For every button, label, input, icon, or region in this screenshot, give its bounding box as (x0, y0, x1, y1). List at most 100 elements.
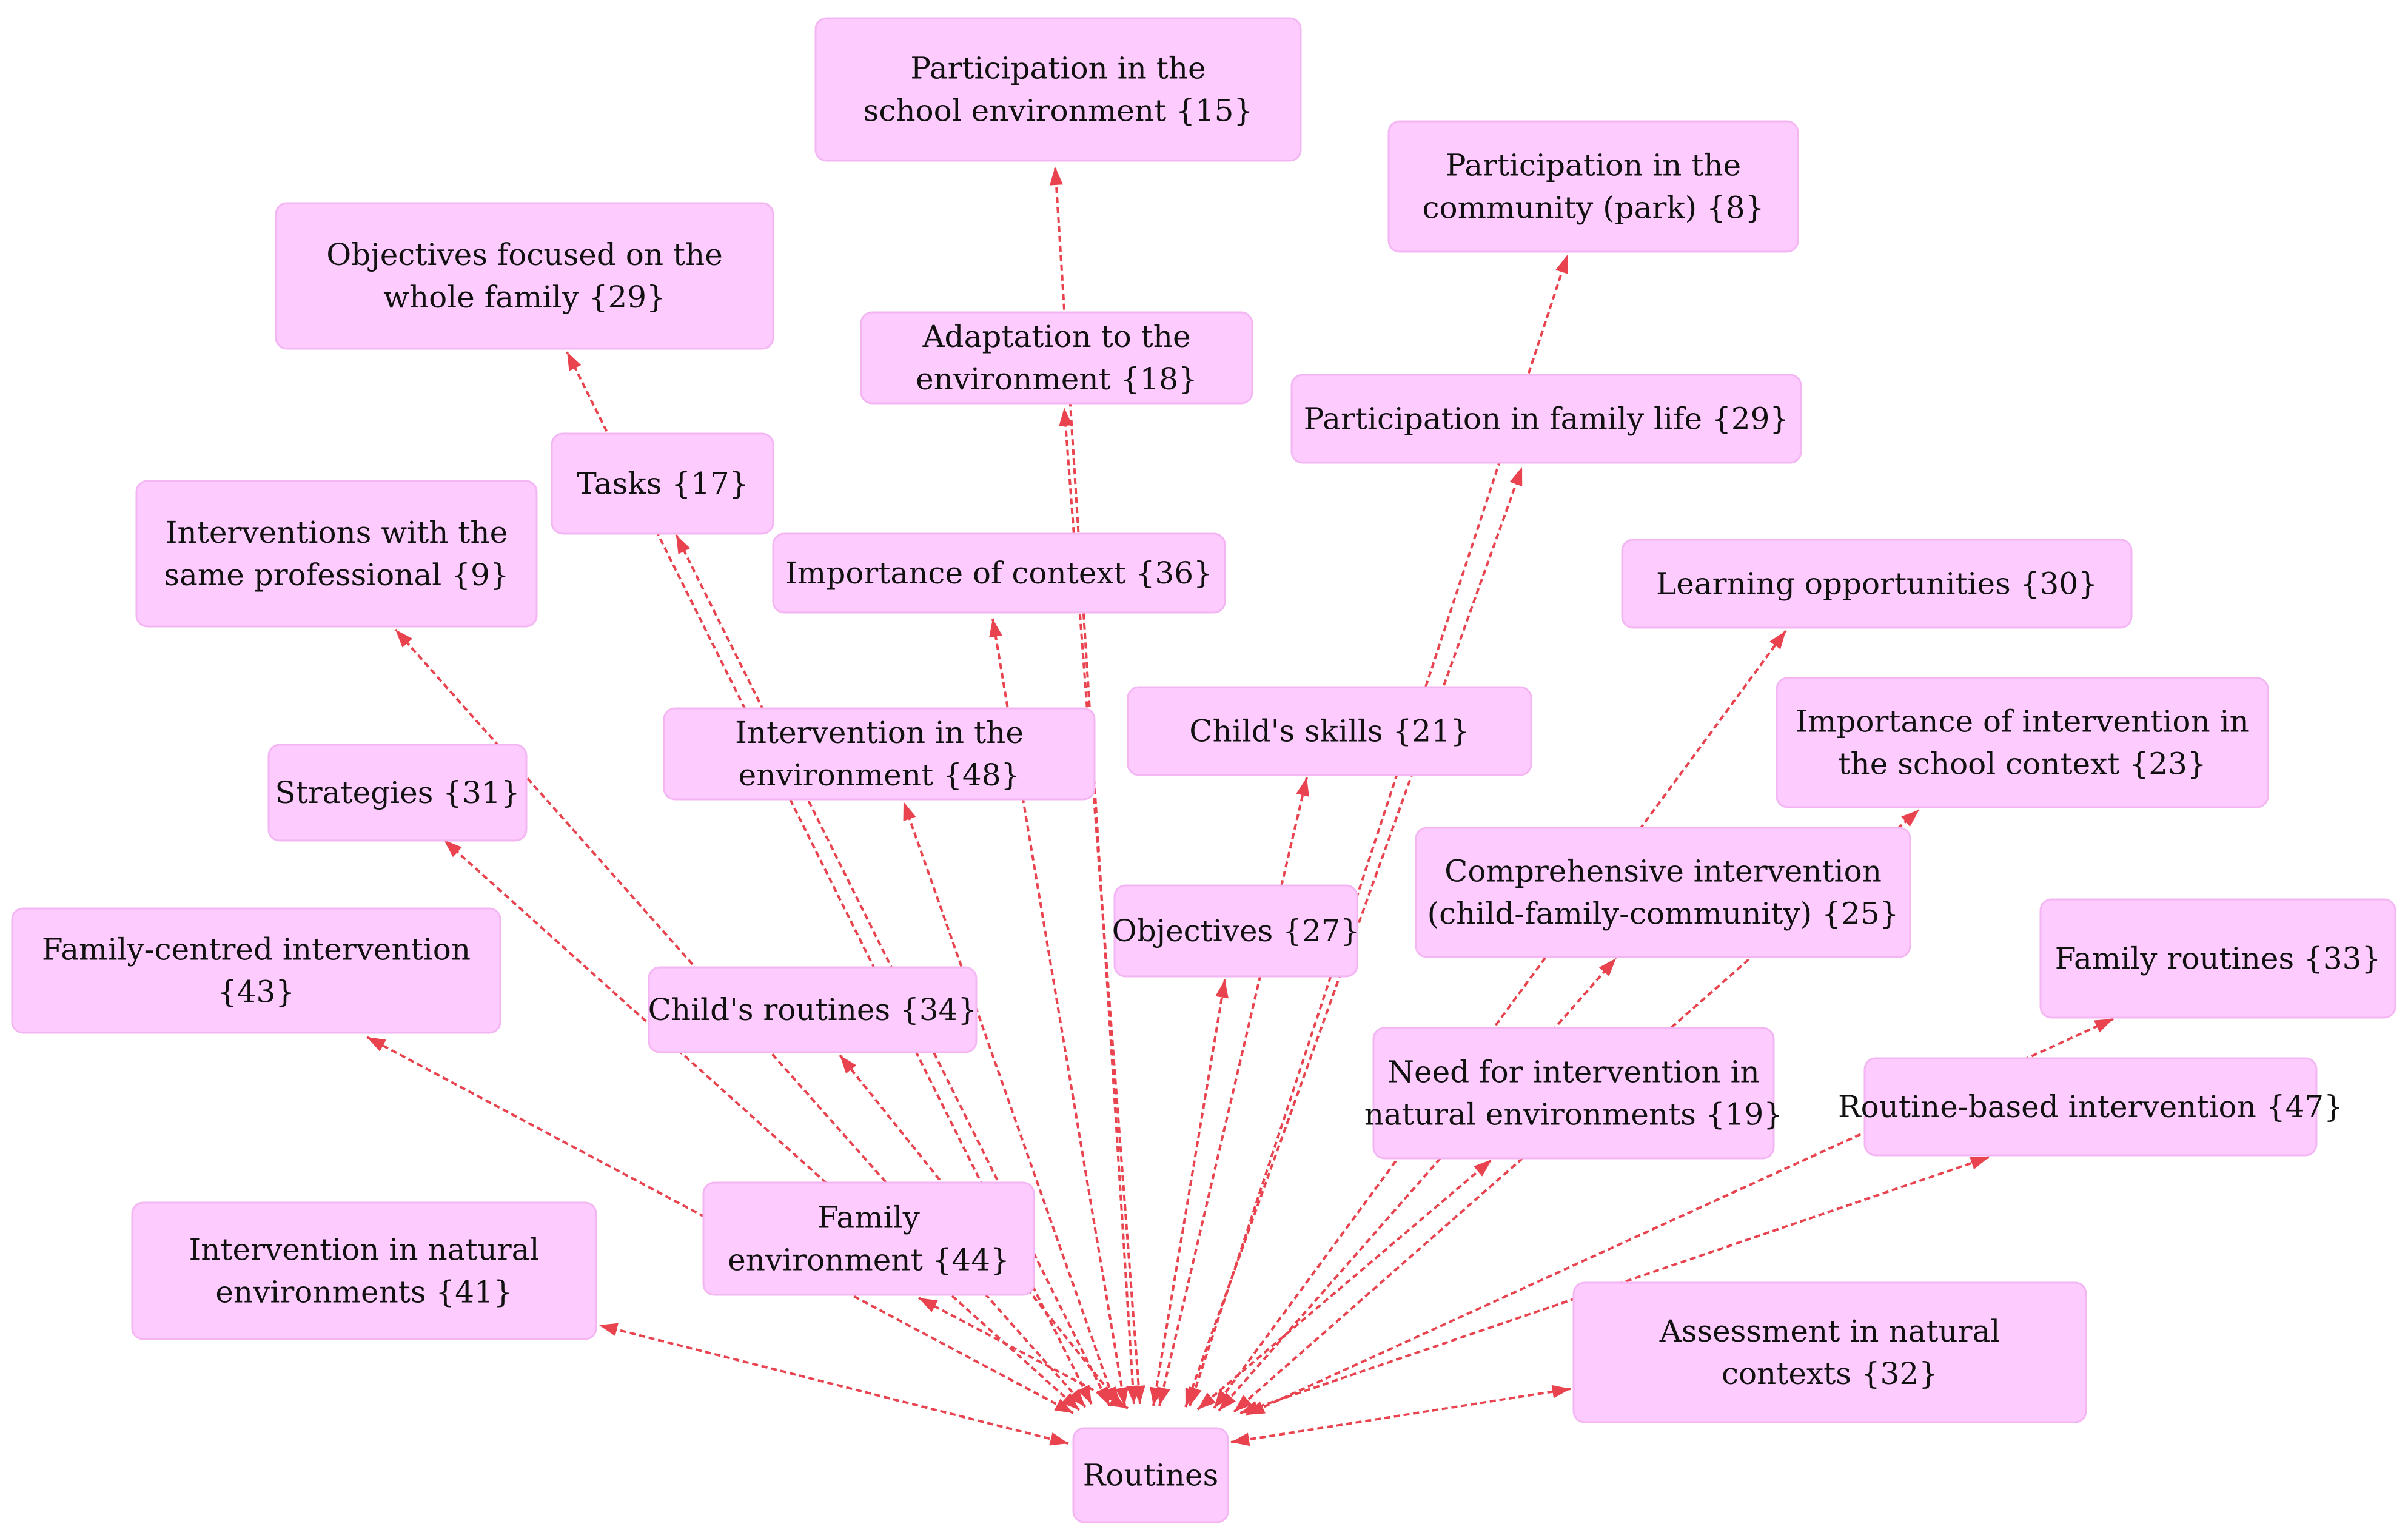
node-box (860, 311, 1253, 405)
node-participation-family-life: Participation in family life {29} (1290, 374, 1802, 464)
edge-routines-to-intervention-environment (902, 801, 1117, 1406)
node-label-line: environment {48} (739, 757, 1021, 793)
arrowhead-participation-community (1555, 255, 1569, 274)
arrowhead-family-centred-intervention (367, 1037, 386, 1052)
node-label-line: Interventions with the (166, 515, 508, 550)
edge-routines-to-learning-opportunities (1213, 630, 1787, 1409)
arrowhead-hub-intervention-natural-environments (1049, 1432, 1068, 1446)
node-box (267, 744, 528, 842)
node-label-line: Routines (1083, 1458, 1219, 1493)
node-label-line: environment {44} (728, 1243, 1010, 1278)
node-family-centred-intervention: Family-centred intervention{43} (11, 907, 501, 1034)
node-label-line: Participation in the (910, 51, 1206, 86)
node-strategies: Strategies {31} (267, 744, 528, 842)
arrowhead-family-environment (919, 1298, 938, 1312)
node-box (11, 907, 501, 1034)
arrowhead-childs-routines (840, 1055, 857, 1074)
node-objectives: Objectives {27} (1112, 884, 1360, 978)
arrowhead-interventions-same-professional (395, 630, 413, 648)
node-layer: Participation in the school environment {… (11, 17, 2396, 1523)
node-label-line: Assessment in natural (1659, 1314, 2001, 1349)
node-label-line: natural environments {19} (1364, 1097, 1783, 1132)
node-label-line: Child's skills {21} (1189, 714, 1469, 749)
node-label-line: community (park) {8} (1423, 190, 1765, 226)
node-box (131, 1201, 597, 1340)
arrowhead-need-natural-environments (1474, 1160, 1492, 1177)
arrowhead-learning-opportunities (1769, 631, 1786, 650)
node-need-natural-environments: Need for intervention in natural environm… (1364, 1027, 1783, 1160)
arrowhead-intervention-natural-environments (599, 1323, 619, 1336)
node-box (135, 480, 538, 628)
node-label-line: (child-family-community) {25} (1427, 896, 1899, 932)
node-label-line: Strategies {31} (275, 775, 520, 810)
node-label-line: Importance of intervention in (1796, 704, 2249, 739)
arrowhead-objectives-whole-family (567, 352, 582, 371)
node-routines: Routines (1072, 1427, 1229, 1523)
node-box (1372, 1027, 1775, 1160)
node-box (1387, 120, 1799, 253)
node-label-line: contexts {32} (1722, 1356, 1938, 1391)
node-box (702, 1181, 1035, 1296)
arrowhead-family-routines (2094, 1019, 2113, 1033)
node-comprehensive-intervention: Comprehensive intervention (child-family-… (1415, 827, 1911, 958)
arrowhead-hub-adaptation-environment (1132, 1385, 1145, 1404)
arrowhead-hub-routine-based-intervention (1240, 1400, 1259, 1414)
node-importance-context: Importance of context {36} (772, 532, 1226, 614)
node-label-line: environment {18} (916, 361, 1198, 397)
arrowhead-adaptation-environment (1059, 408, 1073, 426)
node-label-line: Comprehensive intervention (1444, 854, 1882, 889)
node-label-line: Adaptation to the (922, 319, 1190, 354)
arrowhead-hub-family-centred-intervention (1054, 1399, 1073, 1413)
arrowhead-participation-school (1049, 167, 1063, 186)
node-childs-skills: Child's skills {21} (1127, 686, 1532, 776)
edge-routines-to-family-environment (918, 1297, 1129, 1409)
node-box (1072, 1427, 1229, 1523)
edge-routines-to-assessment-natural-contexts (1230, 1388, 1571, 1443)
node-box (1415, 827, 1911, 958)
node-label-line: Family (817, 1200, 921, 1235)
node-box (1127, 686, 1532, 776)
node-label-line: Participation in family life {29} (1304, 401, 1789, 437)
edge-routines-to-comprehensive-intervention (1218, 957, 1617, 1412)
node-family-environment: Family environment {44} (702, 1181, 1035, 1296)
arrowhead-assessment-natural-contexts (1551, 1385, 1571, 1399)
arrowhead-hub-importance-school-context (1234, 1394, 1252, 1412)
node-routine-based-intervention: Routine-based intervention {47} (1838, 1057, 2343, 1157)
arrowhead-hub-interventions-same-professional (1068, 1389, 1085, 1407)
node-box (1621, 539, 2133, 629)
arrowhead-hub-comprehensive-intervention (1219, 1392, 1236, 1411)
node-family-routines: Family routines {33} (2039, 898, 2396, 1019)
node-label-line: whole family {29} (383, 280, 666, 315)
node-adaptation-environment: Adaptation to the environment {18} (860, 311, 1253, 405)
arrowhead-tasks (676, 535, 691, 554)
arrowhead-hub-participation-family-life (1185, 1388, 1198, 1407)
node-interventions-same-professional: Interventions with the same professional … (135, 480, 538, 628)
node-label-line: Tasks {17} (576, 466, 748, 502)
edge-routines-to-objectives (1152, 979, 1226, 1406)
node-box (663, 707, 1096, 801)
edge-routines-to-need-natural-environments (1196, 1158, 1493, 1411)
arrowhead-hub-importance-context (1115, 1386, 1129, 1406)
arrowhead-intervention-environment (903, 802, 916, 821)
node-box (2039, 898, 2396, 1019)
node-label-line: Need for intervention in (1387, 1055, 1760, 1090)
arrowhead-hub-objectives-whole-family (1077, 1385, 1092, 1404)
arrowhead-hub-objectives (1150, 1386, 1163, 1406)
arrowhead-childs-skills (1296, 777, 1309, 797)
node-intervention-environment: Intervention in the environment {48} (663, 707, 1096, 801)
node-label-line: Family-centred intervention (42, 932, 471, 967)
arrowhead-participation-family-life (1509, 467, 1523, 486)
node-label-line: school environment {15} (864, 93, 1253, 129)
node-label-line: Routine-based intervention {47} (1838, 1089, 2343, 1124)
node-label-line: same professional {9} (164, 557, 509, 593)
node-box (648, 966, 978, 1053)
edge-routines-to-family-routines (1246, 1018, 2114, 1416)
node-box (551, 432, 774, 535)
node-label-line: Intervention in the (735, 715, 1024, 750)
arrowhead-importance-context (989, 619, 1002, 638)
node-box (1572, 1281, 2087, 1423)
node-label-line: Child's routines {34} (648, 992, 978, 1027)
